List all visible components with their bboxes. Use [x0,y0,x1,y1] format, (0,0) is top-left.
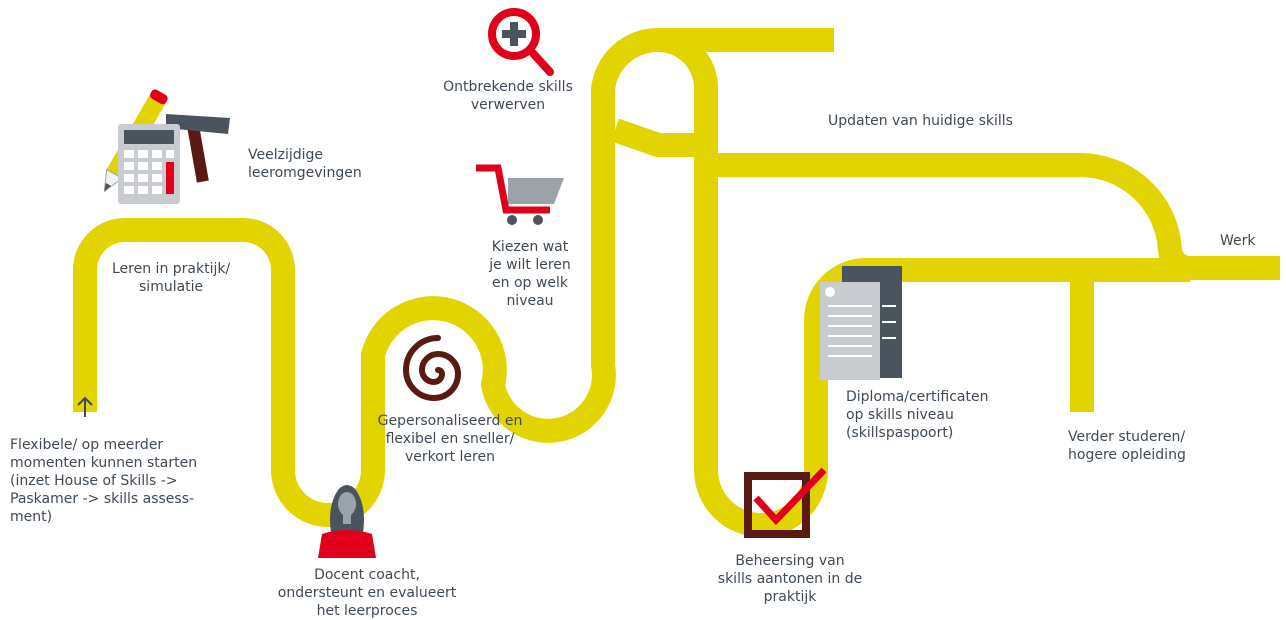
label-mastery: Beheersing van skills aantonen in de pra… [717,553,863,605]
road-loop [657,27,1280,281]
label-diploma: Diploma/certificaten op skills niveau (s… [846,389,989,441]
label-choose: Kiezen wat je wilt leren en op welk nive… [489,239,571,309]
label-environments: Veelzijdige leeromgevingen [248,147,362,181]
road-main [73,27,834,527]
spiral-icon [402,335,462,402]
document-icon [820,266,902,380]
shopping-cart-icon [476,164,564,225]
label-update: Updaten van huidige skills [828,113,1013,129]
arrow-up-icon [77,396,93,417]
checkbox-check-icon [744,467,827,538]
label-missing-skills: Ontbrekende skills verwerven [443,79,573,113]
road-inner [611,118,706,157]
label-further: Verder studeren/ hogere opleiding [1068,429,1186,463]
label-work: Werk [1220,233,1256,249]
teacher-person-icon [318,485,376,558]
label-coach: Docent coacht, ondersteunt en evalueert … [277,567,457,619]
label-personalised: Gepersonaliseerd en flexibel en sneller/… [377,413,523,465]
label-practice: Leren in praktijk/ simulatie [112,261,231,295]
label-start: Flexibele/ op meerder momenten kunnen st… [10,437,198,525]
calculator-pencil-hammer-icon [103,89,230,204]
magnifier-plus-icon [488,8,554,76]
